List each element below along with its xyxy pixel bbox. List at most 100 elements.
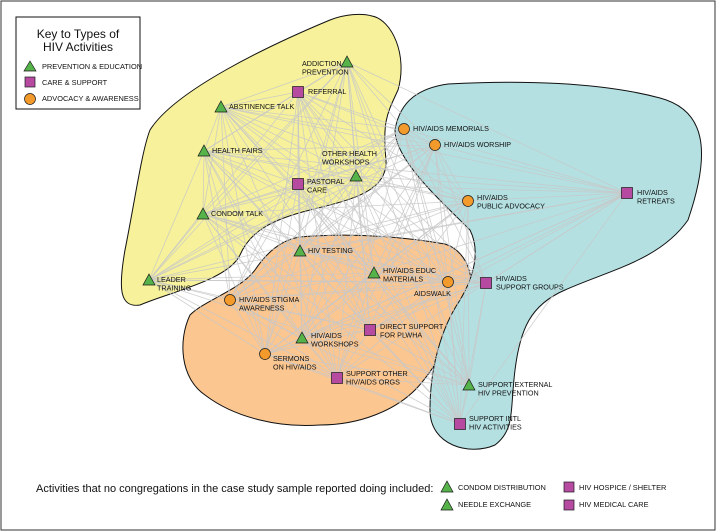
edge-line xyxy=(229,299,371,331)
edge-line xyxy=(202,213,266,355)
triangle-icon xyxy=(340,55,354,68)
edge-line xyxy=(220,106,266,355)
node-label: AIDSWALK xyxy=(414,289,451,298)
edge-line xyxy=(336,377,470,386)
edge-line xyxy=(346,61,461,425)
edge-line xyxy=(346,61,405,130)
node-label: SUPPORT OTHER xyxy=(346,369,408,378)
edge-line xyxy=(203,150,487,284)
edge-line xyxy=(297,183,628,194)
node-label: WORKSHOPS xyxy=(322,158,370,167)
edge-line xyxy=(203,150,299,185)
edge-line xyxy=(447,281,487,284)
edge-line xyxy=(403,128,470,386)
edge-line xyxy=(403,128,628,194)
edge-line xyxy=(299,200,469,252)
edge-line xyxy=(297,91,357,177)
edge-line xyxy=(148,213,204,281)
edge-line xyxy=(229,200,469,301)
square-icon xyxy=(292,178,304,190)
node-label: REFERRAL xyxy=(308,87,346,96)
edge-line xyxy=(467,200,470,386)
edge-line xyxy=(369,329,470,386)
edge-line xyxy=(148,91,299,281)
square-icon xyxy=(364,324,376,336)
node-label: DIRECT SUPPORT xyxy=(380,322,444,331)
legend-label-care: CARE & SUPPORT xyxy=(42,78,108,87)
edge-line xyxy=(202,213,301,252)
edge-line xyxy=(148,150,205,281)
edge-line xyxy=(229,282,487,301)
triangle-icon xyxy=(295,331,309,344)
edge-line xyxy=(373,272,487,284)
footer-item-needle-exchange: NEEDLE EXCHANGE xyxy=(458,500,531,509)
node-label: HIV/AIDS ORGS xyxy=(346,378,400,387)
node-hiv-aids-worship: HIV/AIDS WORSHIP xyxy=(429,139,511,151)
edge-line xyxy=(299,250,375,274)
triangle-icon xyxy=(214,100,228,113)
edge-line xyxy=(299,250,470,386)
footer: Activities that no congregations in the … xyxy=(36,480,666,511)
edge-line xyxy=(229,299,461,425)
edge-line xyxy=(299,144,436,252)
edge-line xyxy=(202,128,405,215)
square-icon xyxy=(621,187,633,199)
node-label: PREVENTION xyxy=(302,68,349,77)
edge-line xyxy=(434,144,628,194)
edge-line xyxy=(203,144,436,152)
triangle-icon xyxy=(462,378,476,391)
edge-line xyxy=(459,384,470,425)
edge-line xyxy=(369,192,628,331)
edge-line xyxy=(297,91,461,425)
square-icon xyxy=(292,86,304,98)
node-condom-talk: CONDOM TALK xyxy=(196,207,263,220)
edge-line xyxy=(264,250,301,355)
node-label: HIV/AIDS STIGMA xyxy=(239,295,300,304)
edge-line xyxy=(202,150,205,215)
edge-line xyxy=(373,272,461,425)
edge-line xyxy=(346,61,436,146)
edge-line xyxy=(369,200,469,331)
node-label: ABSTINENCE TALK xyxy=(229,102,294,111)
edge-line xyxy=(434,144,469,202)
circle-icon xyxy=(442,276,454,288)
edge-line xyxy=(220,106,405,130)
node-label: HEALTH FAIRS xyxy=(212,146,263,155)
edge-line xyxy=(373,144,436,274)
edge-line xyxy=(202,213,338,379)
edge-line xyxy=(202,200,469,215)
node-label: WORKSHOPS xyxy=(311,340,359,349)
prevention-cluster-region xyxy=(120,13,402,306)
edge-line xyxy=(220,61,348,108)
triangle-icon xyxy=(23,60,37,72)
triangle-icon xyxy=(142,273,156,286)
node-label: RETREATS xyxy=(637,197,675,206)
edge-line xyxy=(220,106,357,177)
node-abstinence-talk: ABSTINENCE TALK xyxy=(214,100,294,113)
edge-line xyxy=(369,144,436,331)
edge-line xyxy=(264,192,628,355)
edge-line xyxy=(220,106,338,379)
edge-line xyxy=(264,61,348,355)
edge-line xyxy=(301,329,371,339)
circle-icon xyxy=(224,294,236,306)
edge-line xyxy=(203,150,469,202)
edge-line xyxy=(447,281,461,425)
edge-line xyxy=(202,175,357,215)
edge-line xyxy=(220,106,375,274)
circle-icon xyxy=(24,93,36,105)
edge-line xyxy=(299,128,405,252)
edge-line xyxy=(202,106,222,215)
triangle-icon xyxy=(440,498,454,511)
edge-line xyxy=(297,91,405,130)
edge-line xyxy=(229,250,301,301)
edge-line xyxy=(229,128,405,301)
care-cluster-region xyxy=(394,81,703,450)
edge-line xyxy=(336,144,436,379)
edge-line xyxy=(403,128,469,202)
edge-line xyxy=(148,279,371,331)
node-label: ADDICTION xyxy=(302,59,342,68)
